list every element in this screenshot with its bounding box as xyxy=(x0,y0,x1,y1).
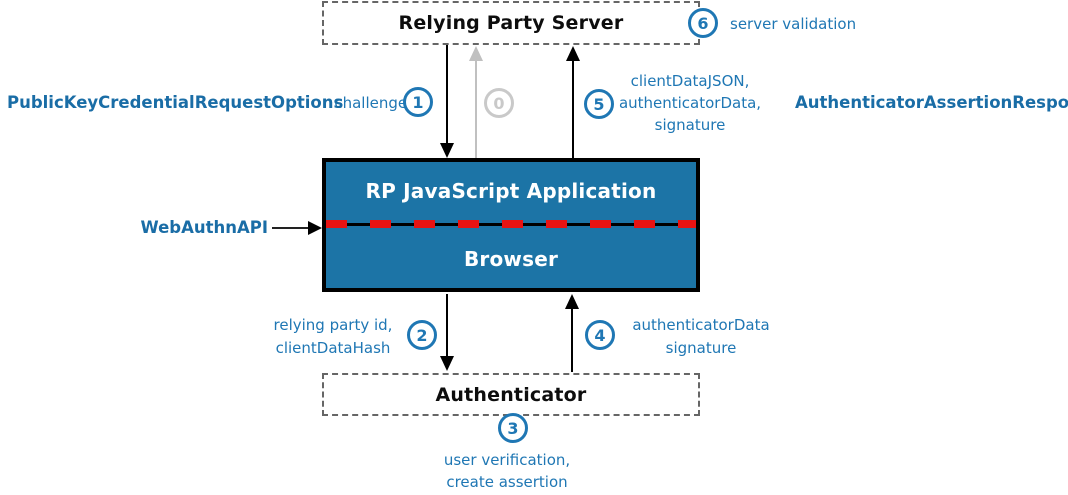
step-0-badge: 0 xyxy=(484,88,514,118)
browser-label: Browser xyxy=(463,246,559,271)
arrow-2-down-head-icon xyxy=(440,356,454,371)
arrow-4-line xyxy=(571,308,573,372)
step-3-label: user verification, create assertion xyxy=(427,449,587,493)
relying-party-server-label: Relying Party Server xyxy=(398,12,624,34)
arrow-5-line xyxy=(572,60,574,158)
arrow-0-line xyxy=(475,60,477,158)
step-4-label-line2: signature xyxy=(665,339,737,357)
step-5-label-line2: authenticatorData, xyxy=(618,94,762,112)
step-0-number: 0 xyxy=(493,93,505,113)
request-options-annotation: PublicKeyCredentialRequestOptionschallen… xyxy=(7,92,407,114)
step-6-badge: 6 xyxy=(688,8,718,38)
webauthn-api-label: WebAuthnAPI xyxy=(140,218,268,237)
arrow-5-up-head-icon xyxy=(566,46,580,61)
step-4-badge: 4 xyxy=(585,320,615,350)
step-5-label-line3: signature xyxy=(654,116,726,134)
step-3-label-line1: user verification, xyxy=(443,451,571,469)
step-5-label-line1: clientDataJSON, xyxy=(630,72,750,90)
step-2-badge: 2 xyxy=(407,320,437,350)
rp-js-application-label: RP JavaScript Application xyxy=(365,179,657,203)
webauthn-api-boundary-divider xyxy=(326,220,696,228)
relying-party-server-box: Relying Party Server xyxy=(322,1,700,45)
step-4-number: 4 xyxy=(594,325,606,345)
webauthn-arrow-line xyxy=(272,227,312,229)
request-options-label: PublicKeyCredentialRequestOptions xyxy=(7,93,344,112)
step-3-badge: 3 xyxy=(498,413,528,443)
step-6-label: server validation xyxy=(730,15,857,33)
step-1-badge: 1 xyxy=(403,87,433,117)
step-4-label: authenticatorData signature xyxy=(631,314,771,360)
arrow-1-down-head-icon xyxy=(440,143,454,158)
step-4-label-line1: authenticatorData xyxy=(632,316,770,334)
step-2-label-line1: relying party id, xyxy=(273,316,393,334)
step-2-number: 2 xyxy=(416,325,428,345)
step-5-label: clientDataJSON, authenticatorData, signa… xyxy=(615,70,765,136)
step-1-number: 1 xyxy=(412,92,424,112)
challenge-label: challenge xyxy=(334,94,408,112)
step-5-badge: 5 xyxy=(584,89,614,119)
step-3-number: 3 xyxy=(507,418,519,438)
arrow-4-up-head-icon xyxy=(565,294,579,309)
authenticator-label: Authenticator xyxy=(435,383,587,406)
step-6-number: 6 xyxy=(697,13,709,33)
step-2-label: relying party id, clientDataHash xyxy=(272,314,394,360)
arrow-1-line xyxy=(446,45,448,144)
arrow-0-up-head-icon xyxy=(469,46,483,61)
step-5-number: 5 xyxy=(593,94,605,114)
assertion-response-label: AuthenticatorAssertionResponse xyxy=(795,93,1068,112)
authenticator-box: Authenticator xyxy=(322,373,700,416)
step-2-label-line2: clientDataHash xyxy=(275,339,391,357)
webauthn-arrow-right-head-icon xyxy=(308,221,322,235)
step-3-label-line2: create assertion xyxy=(446,473,568,491)
arrow-2-line xyxy=(446,294,448,356)
divider-red-dashes xyxy=(326,220,696,228)
browser-box: RP JavaScript Application Browser xyxy=(322,158,700,292)
